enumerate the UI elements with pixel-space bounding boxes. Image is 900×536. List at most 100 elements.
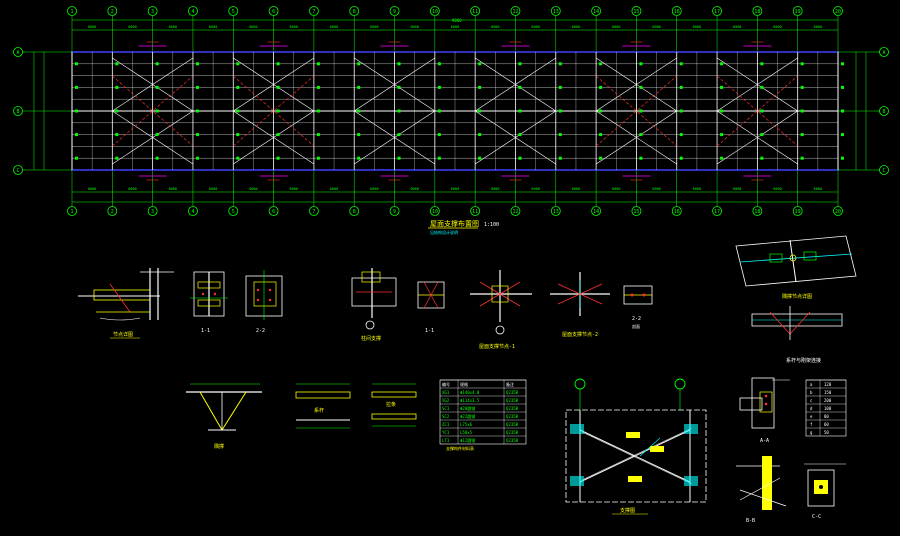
plan-scale: 1:100	[484, 222, 499, 228]
node-mark	[720, 156, 724, 160]
grid-label: 18	[754, 9, 760, 15]
detail-section-2-title: 2-2	[256, 328, 265, 334]
grid-label: 18	[754, 209, 760, 215]
plan-title: 屋面支撑布置图	[430, 219, 479, 228]
detail-knee-brace: 隅撑节点详图	[735, 235, 857, 300]
node-mark	[639, 62, 643, 66]
small-table-cell: 50	[824, 430, 829, 435]
grid-bubble	[228, 6, 239, 16]
node-mark	[357, 109, 361, 113]
grid-label: 13	[553, 9, 559, 15]
table-cell: Q235B	[506, 422, 519, 427]
red-brace	[112, 75, 194, 147]
grid-bubble	[631, 206, 642, 216]
bracing-elevation: 支撑图	[565, 378, 707, 515]
bay-dim: 6000	[169, 25, 177, 29]
grid-label: 12	[512, 209, 518, 215]
grid-label: 8	[353, 209, 356, 215]
bay-dim: 6000	[693, 187, 701, 191]
node-mark	[155, 156, 159, 160]
grid-label: 6	[272, 9, 275, 15]
small-table-cell: 150	[824, 390, 832, 395]
node-mark	[720, 62, 724, 66]
node-mark	[800, 109, 804, 113]
grid-bubble	[268, 6, 279, 16]
node-mark	[760, 133, 764, 137]
row-label: B	[882, 109, 885, 115]
bay-dim: 6000	[572, 25, 580, 29]
detail-section-4-title: 2-2	[632, 316, 641, 322]
small-table-cell: 100	[824, 406, 832, 411]
detail-roof-node-2: 屋面支撑节点-2	[550, 272, 610, 338]
node-mark	[599, 85, 603, 89]
table-cell: Q235B	[506, 390, 519, 395]
node-mark	[236, 156, 240, 160]
bay-dim: 6000	[128, 25, 136, 29]
node-mark	[236, 133, 240, 137]
table-cell: LT1	[442, 438, 450, 443]
table-cell: Q235B	[506, 406, 519, 411]
node-mark	[518, 62, 522, 66]
grid-label: 1	[70, 9, 73, 15]
grid-label: 10	[432, 209, 438, 215]
overall-dim: 9000	[452, 18, 462, 23]
grid-label: 19	[795, 9, 801, 15]
table-cell: Φ20圆钢	[460, 405, 475, 411]
node-mark	[316, 109, 320, 113]
node-mark	[478, 133, 482, 137]
node-mark	[357, 85, 361, 89]
grid-label: 6	[272, 209, 275, 215]
detail-section-3: 1-1	[417, 281, 445, 334]
node-mark	[75, 109, 78, 113]
roof-brace	[595, 57, 677, 112]
bracing-elevation-title: 支撑图	[620, 507, 635, 514]
bay-dim: 6000	[491, 25, 499, 29]
table-cell: XG1	[442, 390, 450, 395]
detail-roof-node-1-title: 屋面支撑节点-1	[479, 343, 515, 350]
node-mark	[397, 156, 401, 160]
row-bubble	[879, 47, 889, 57]
detail-aa: A-A	[739, 377, 790, 444]
node-mark	[276, 109, 280, 113]
row-bubble	[13, 165, 23, 175]
detail-bb: B-B	[736, 456, 787, 524]
bay-dim: 6000	[612, 25, 620, 29]
node-mark	[720, 133, 724, 137]
grid-label: 2	[111, 209, 114, 215]
bay-dim: 6000	[290, 187, 298, 191]
node-mark	[316, 156, 320, 160]
detail-lt-title: 拉条	[386, 401, 396, 408]
roof-brace	[112, 110, 194, 165]
bay-dim: 6000	[410, 25, 418, 29]
grid-bubble	[550, 6, 561, 16]
grid-bubble	[107, 6, 118, 16]
bay-dim: 6000	[330, 187, 338, 191]
node-mark	[800, 62, 804, 66]
detail-cc-title: C-C	[812, 514, 821, 520]
table-header-cell: 备注	[506, 381, 514, 387]
node-mark	[558, 109, 562, 113]
node-mark	[397, 85, 401, 89]
grid-bubble	[833, 6, 843, 16]
grid-bubble	[470, 6, 481, 16]
grid-label: 19	[795, 209, 801, 215]
node-mark	[599, 156, 603, 160]
node-mark	[276, 62, 280, 66]
bay-dim: 6000	[249, 187, 257, 191]
node-mark	[75, 133, 78, 137]
node-mark	[397, 62, 401, 66]
node-mark	[478, 62, 482, 66]
row-bubble	[13, 47, 23, 57]
node-mark	[841, 62, 844, 66]
grid-label: 12	[512, 9, 518, 15]
grid-label: 4	[191, 9, 194, 15]
bay-dim: 6000	[572, 187, 580, 191]
grid-label: 9	[393, 209, 396, 215]
bay-dim: 6000	[814, 187, 822, 191]
bay-dim: 6000	[531, 187, 539, 191]
bay-dim: 6000	[249, 25, 257, 29]
grid-label: 2	[111, 9, 114, 15]
small-table-cell: e	[810, 414, 813, 419]
grid-bubble	[349, 6, 360, 16]
